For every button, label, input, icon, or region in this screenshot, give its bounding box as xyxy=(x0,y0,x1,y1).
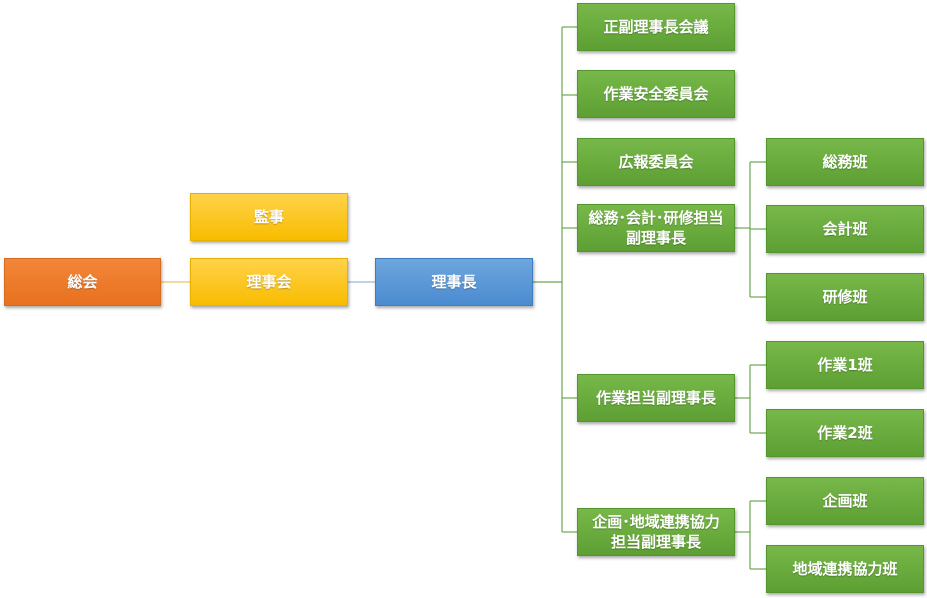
node-admin-vice-chairman: 総務･会計･研修担当 副理事長 xyxy=(577,204,735,252)
node-general-affairs-team: 総務班 xyxy=(766,138,924,186)
node-pr-committee: 広報委員会 xyxy=(577,138,735,186)
node-board: 理事会 xyxy=(190,258,348,306)
node-chairman: 理事長 xyxy=(375,258,533,306)
node-safety-committee: 作業安全委員会 xyxy=(577,70,735,118)
node-auditor: 監事 xyxy=(190,193,348,241)
node-work-vice-chairman: 作業担当副理事長 xyxy=(577,374,735,422)
node-accounting-team: 会計班 xyxy=(766,205,924,253)
node-training-team: 研修班 xyxy=(766,273,924,321)
node-planning-team: 企画班 xyxy=(766,477,924,525)
node-planning-vice-chairman: 企画･地域連携協力 担当副理事長 xyxy=(577,508,735,556)
node-work-team-2: 作業2班 xyxy=(766,409,924,457)
node-exec-meeting: 正副理事長会議 xyxy=(577,3,735,51)
node-community-team: 地域連携協力班 xyxy=(766,545,924,593)
node-general-meeting: 総会 xyxy=(4,258,161,306)
node-work-team-1: 作業1班 xyxy=(766,341,924,389)
